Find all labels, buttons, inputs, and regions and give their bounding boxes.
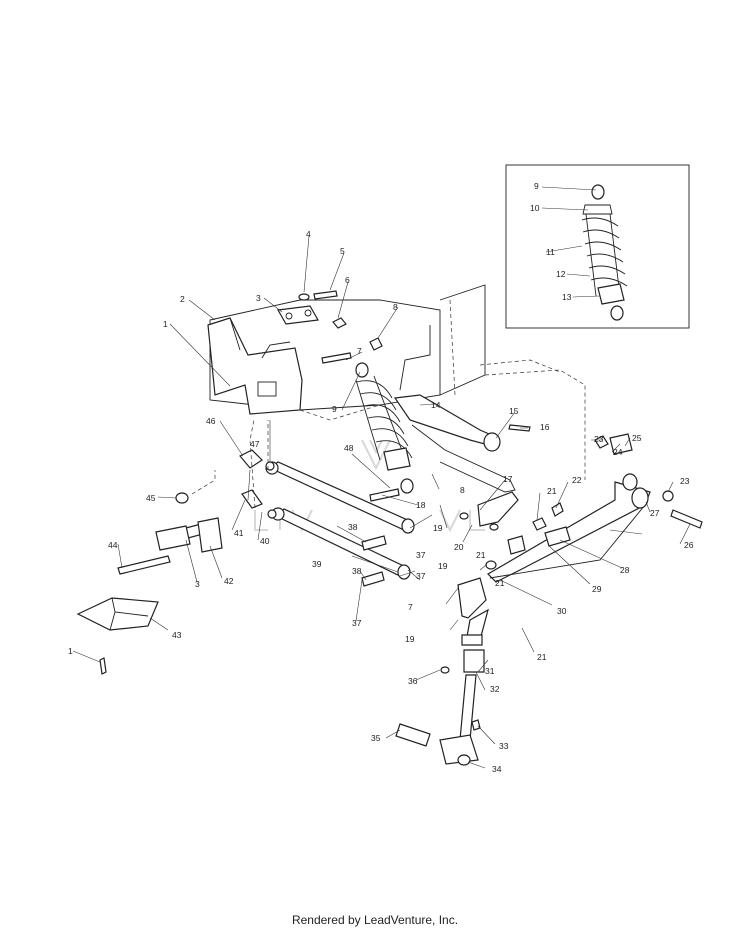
- callout-39: 39: [312, 559, 322, 569]
- callout-24: 24: [613, 447, 623, 457]
- callout-40: 40: [260, 536, 270, 546]
- callout-27: 27: [650, 508, 660, 518]
- callout-21a: 21: [476, 550, 486, 560]
- callout-10: 10: [530, 203, 540, 213]
- main-shock: [355, 362, 414, 494]
- frame: [209, 284, 586, 480]
- callout-9b: 9: [534, 181, 539, 191]
- callout-5: 5: [340, 246, 345, 256]
- callout-25: 25: [632, 433, 642, 443]
- callout-9: 9: [332, 404, 337, 414]
- callout-8: 8: [393, 302, 398, 312]
- callout-37b: 37: [416, 571, 426, 581]
- callout-46: 46: [206, 416, 216, 426]
- callout-19b: 19: [405, 634, 415, 644]
- callout-37c: 37: [352, 618, 362, 628]
- callout-35: 35: [371, 733, 381, 743]
- callout-12: 12: [556, 269, 566, 279]
- callout-21c: 21: [495, 578, 505, 588]
- upper-mount-parts: [277, 290, 383, 364]
- callout-2: 2: [180, 294, 185, 304]
- callout-26: 26: [684, 540, 694, 550]
- callout-38: 38: [348, 522, 358, 532]
- callout-14: 14: [431, 400, 441, 410]
- callout-41: 41: [234, 528, 244, 538]
- front-bracket: [207, 317, 303, 415]
- callout-7b: 7: [408, 602, 413, 612]
- footer-credit: Rendered by LeadVenture, Inc.: [291, 913, 459, 927]
- inset-shock: [581, 184, 628, 321]
- callout-4: 4: [306, 229, 311, 239]
- callout-labels: 1 2 3 4 5 6 7 8 9 10 11 12 13 14 15 16 1…: [68, 181, 694, 774]
- callout-7: 7: [357, 346, 362, 356]
- callout-42: 42: [224, 576, 234, 586]
- callout-23: 23: [594, 434, 604, 444]
- callout-44: 44: [108, 540, 118, 550]
- callout-22: 22: [572, 475, 582, 485]
- callout-38b: 38: [352, 566, 362, 576]
- callout-19: 19: [433, 523, 443, 533]
- lower-a-arm: [487, 433, 703, 583]
- steering-bracket: [459, 491, 564, 531]
- callout-31: 31: [485, 666, 495, 676]
- left-hardware: [117, 419, 277, 575]
- callout-32: 32: [490, 684, 500, 694]
- callout-8b: 8: [460, 485, 465, 495]
- callout-16: 16: [540, 422, 550, 432]
- callout-36: 36: [408, 676, 418, 686]
- callout-33: 33: [499, 741, 509, 751]
- callout-17: 17: [503, 474, 513, 484]
- radius-rods: [265, 461, 415, 587]
- callout-29: 29: [592, 584, 602, 594]
- callout-47: 47: [250, 439, 260, 449]
- callout-19c: 19: [438, 561, 448, 571]
- callout-34: 34: [492, 764, 502, 774]
- callout-28: 28: [620, 565, 630, 575]
- callout-6: 6: [345, 275, 350, 285]
- leader-lines: [72, 186, 691, 769]
- callout-18: 18: [416, 500, 426, 510]
- callout-13: 13: [562, 292, 572, 302]
- callout-37: 37: [416, 550, 426, 560]
- callout-48: 48: [344, 443, 354, 453]
- callout-45: 45: [146, 493, 156, 503]
- callout-15: 15: [509, 406, 519, 416]
- callout-1: 1: [163, 319, 168, 329]
- inset-frame: [505, 164, 690, 329]
- callout-43: 43: [172, 630, 182, 640]
- callout-1b: 1: [68, 646, 73, 656]
- callout-11: 11: [546, 247, 555, 257]
- callout-21: 21: [547, 486, 557, 496]
- callout-3b: 3: [195, 579, 200, 589]
- callout-3: 3: [256, 293, 261, 303]
- callout-30: 30: [557, 606, 567, 616]
- skid-plate: [76, 597, 159, 675]
- callout-21b: 21: [537, 652, 547, 662]
- spindle-assembly: [395, 560, 497, 766]
- callout-20: 20: [454, 542, 464, 552]
- callout-23b: 23: [680, 476, 690, 486]
